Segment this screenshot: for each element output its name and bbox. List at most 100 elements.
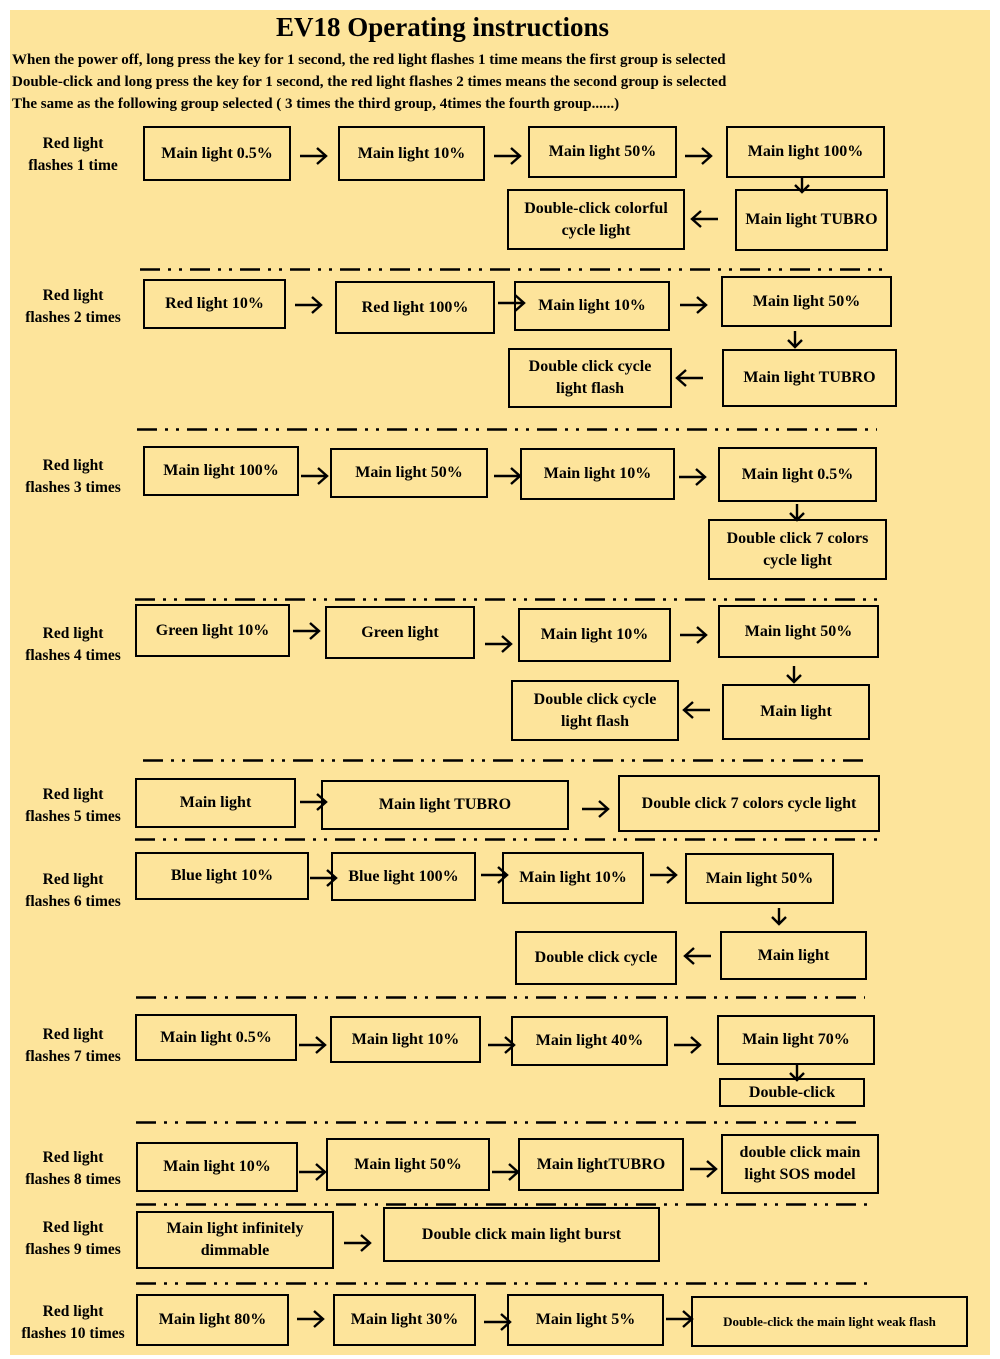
arrow-left-icon	[690, 210, 718, 228]
mode-box: Red light 100%	[335, 281, 495, 334]
group-label-line: flashes 9 times	[25, 1241, 121, 1258]
arrow-right-icon	[494, 147, 522, 165]
mode-box: Main light	[720, 931, 867, 980]
group-label-line: Red light	[42, 135, 104, 152]
arrow-right-icon	[297, 1310, 325, 1328]
group-label: Red light flashes 2 times	[18, 285, 128, 329]
instruction-sheet	[10, 10, 990, 1355]
group-label-line: flashes 7 times	[25, 1048, 121, 1065]
mode-box: Main light 10%	[330, 1016, 481, 1063]
mode-box: Green light	[325, 606, 475, 659]
group-label-line: Red light	[42, 871, 104, 888]
mode-box: Main light 10%	[502, 852, 644, 904]
group-label: Red light flashes 10 times	[18, 1301, 128, 1345]
group-label-line: flashes 10 times	[21, 1325, 125, 1342]
mode-box: Main light 70%	[717, 1015, 875, 1065]
dash-dot-divider	[143, 759, 870, 762]
arrow-right-icon	[488, 1036, 516, 1054]
group-label: Red light flashes 1 time	[18, 133, 128, 177]
arrow-right-icon	[680, 296, 708, 314]
mode-box: Main light 10%	[136, 1142, 298, 1192]
arrow-right-icon	[679, 468, 707, 486]
arrow-right-icon	[650, 866, 678, 884]
mode-box: Red light 10%	[143, 279, 286, 329]
group-label-line: flashes 6 times	[25, 893, 121, 910]
arrow-right-icon	[685, 147, 713, 165]
dash-dot-divider	[135, 598, 882, 601]
arrow-down-icon	[786, 666, 802, 684]
arrow-right-icon	[481, 866, 509, 884]
mode-box: Main light 30%	[333, 1294, 476, 1346]
arrow-left-icon	[683, 947, 711, 965]
mode-box: Main light 0.5%	[143, 126, 291, 181]
mode-box: Double click main light burst	[383, 1207, 660, 1262]
mode-box: Blue light 100%	[331, 852, 476, 901]
group-label-line: Red light	[42, 287, 104, 304]
mode-box: Main light 50%	[528, 126, 677, 178]
arrow-right-icon	[484, 1313, 512, 1331]
mode-box: Main light 10%	[518, 608, 671, 662]
dash-dot-divider	[136, 1121, 864, 1124]
group-label: Red light flashes 5 times	[18, 784, 128, 828]
dash-dot-divider	[140, 268, 885, 271]
mode-box: Main light 50%	[326, 1138, 490, 1191]
arrow-right-icon	[301, 467, 329, 485]
mode-box: Main light 10%	[514, 281, 670, 331]
group-label-line: flashes 5 times	[25, 808, 121, 825]
arrow-right-icon	[666, 1310, 694, 1328]
mode-box: Double-click the main light weak flash	[691, 1296, 968, 1347]
mode-box: Main light 100%	[726, 126, 885, 178]
mode-box: Double click cycle light flash	[511, 680, 679, 741]
dash-dot-divider	[136, 996, 865, 999]
mode-box: Blue light 10%	[135, 852, 309, 900]
group-label-line: flashes 4 times	[25, 647, 121, 664]
arrow-right-icon	[310, 869, 338, 887]
group-label-line: flashes 2 times	[25, 309, 121, 326]
arrow-right-icon	[300, 147, 328, 165]
mode-box: Main light	[135, 778, 296, 828]
intro-line: Double-click and long press the key for …	[12, 74, 727, 90]
arrow-right-icon	[690, 1160, 718, 1178]
group-label: Red light flashes 6 times	[18, 869, 128, 913]
group-label-line: flashes 3 times	[25, 479, 121, 496]
mode-box: Main light 40%	[511, 1016, 668, 1066]
dash-dot-divider	[137, 428, 877, 431]
group-label-line: Red light	[42, 625, 104, 642]
intro-line: When the power off, long press the key f…	[12, 52, 726, 68]
arrow-right-icon	[344, 1234, 372, 1252]
arrow-right-icon	[680, 626, 708, 644]
arrow-down-icon	[794, 176, 810, 194]
arrow-right-icon	[492, 1163, 520, 1181]
arrow-right-icon	[300, 793, 328, 811]
arrow-right-icon	[299, 1163, 327, 1181]
group-label-line: Red light	[42, 786, 104, 803]
mode-box: Main light 10%	[338, 126, 485, 181]
mode-box: Main light 50%	[685, 853, 834, 904]
dash-dot-divider	[135, 838, 877, 841]
arrow-left-icon	[682, 701, 710, 719]
mode-box: Main light TUBRO	[722, 349, 897, 407]
mode-box: Main light	[722, 684, 870, 740]
mode-box: Double click 7 colors cycle light	[708, 519, 887, 580]
mode-box: Main lightTUBRO	[518, 1138, 684, 1191]
group-label-line: Red light	[42, 1149, 104, 1166]
mode-box: Main light 50%	[718, 605, 879, 658]
group-label-line: Red light	[42, 1303, 104, 1320]
arrow-left-icon	[675, 369, 703, 387]
mode-box: Main light 50%	[721, 276, 892, 327]
dash-dot-divider	[136, 1203, 867, 1206]
mode-box: Main light 0.5%	[135, 1014, 297, 1061]
arrow-right-icon	[498, 294, 526, 312]
mode-box: Double click cycle	[515, 931, 677, 985]
mode-box: Double-click colorful cycle light	[507, 189, 685, 250]
mode-box: Main light 80%	[136, 1294, 289, 1346]
mode-box: Double click cycle light flash	[508, 348, 672, 408]
mode-box: Double click 7 colors cycle light	[618, 775, 880, 832]
arrow-down-icon	[789, 504, 805, 522]
group-label: Red light flashes 4 times	[18, 623, 128, 667]
group-label-line: flashes 1 time	[28, 157, 118, 174]
mode-box: Main light 100%	[143, 446, 299, 496]
mode-box: Double-click	[719, 1078, 865, 1107]
mode-box: Main light 0.5%	[718, 447, 877, 502]
